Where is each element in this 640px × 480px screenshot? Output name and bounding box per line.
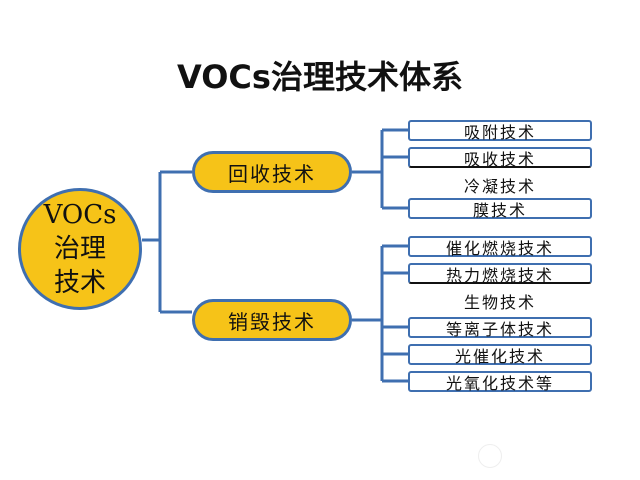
branch-recovery: 回收技术 [192, 151, 352, 193]
leaf-condensation: 冷凝技术 [463, 176, 536, 196]
leaf-catalytic-combustion: 催化燃烧技术 [408, 236, 592, 258]
root-line-2: 治理 [53, 234, 106, 264]
leaf-membrane: 膜技术 [408, 198, 592, 220]
connector-recovery [352, 128, 408, 210]
leaf-adsorption: 吸附技术 [408, 120, 592, 142]
connector-destruction [352, 244, 408, 383]
leaf-photocatalysis: 光催化技术 [408, 344, 592, 366]
leaf-biological: 生物技术 [463, 292, 536, 312]
leaf-photo-oxidation: 光氧化技术等 [408, 371, 592, 393]
leaf-plasma: 等离子体技术 [408, 317, 592, 339]
leaf-thermal-combustion: 热力燃烧技术 [408, 263, 592, 285]
root-line-3: 技术 [53, 268, 106, 298]
connector-root-branches [142, 170, 192, 314]
root-line-1: VOCs [43, 200, 117, 230]
branch-destruction: 销毁技术 [192, 299, 352, 341]
diagram-title: VOCs治理技术体系 [177, 58, 463, 96]
leaf-absorption: 吸收技术 [408, 147, 592, 169]
watermark-logo [478, 444, 502, 468]
root-node: VOCs 治理 技术 [18, 188, 142, 310]
